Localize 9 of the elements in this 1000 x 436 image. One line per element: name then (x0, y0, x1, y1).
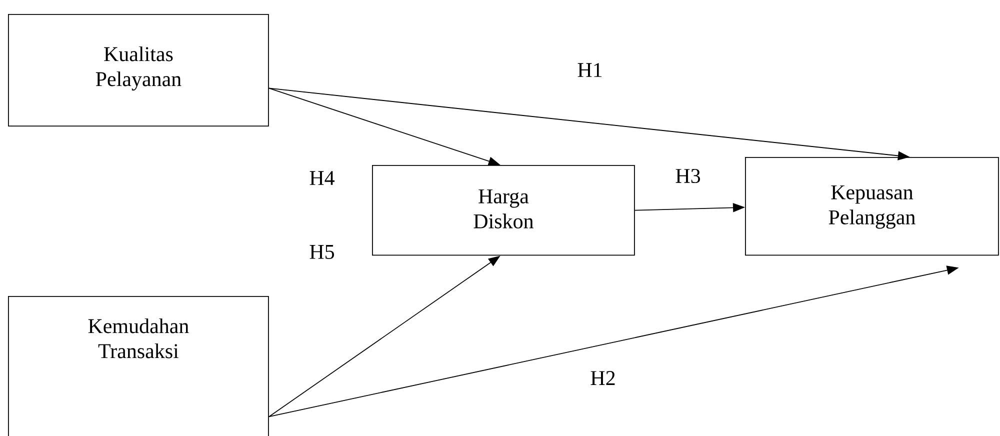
process-box: Kepuasan Pelanggan (745, 157, 999, 256)
edge-label: H2 (589, 370, 617, 386)
process-box: Kemudahan Transaksi (8, 296, 269, 436)
edge-label: H1 (576, 62, 604, 78)
process-box: Harga Diskon (372, 165, 635, 256)
edge-label: H4 (308, 170, 336, 186)
edge-label: H5 (308, 244, 336, 260)
process-box: Kualitas Pelayanan (8, 14, 269, 126)
edge-label: H3 (674, 168, 702, 184)
